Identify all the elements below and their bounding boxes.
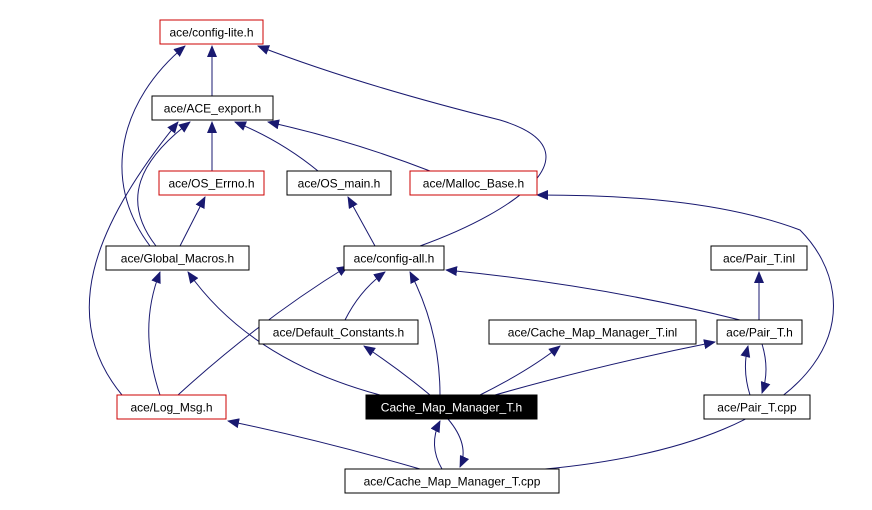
node-global-macros-h[interactable]: ace/Global_Macros.h (105, 245, 250, 271)
edge-cmm-cpp-to-malloc-base (536, 190, 834, 470)
node-ace-export-h[interactable]: ace/ACE_export.h (151, 95, 274, 121)
node-label: ace/OS_main.h (298, 177, 381, 191)
edge-os-main-to-ace-export (234, 121, 319, 172)
node-cache-map-manager-t-h[interactable]: Cache_Map_Manager_T.h (365, 394, 538, 420)
node-pair-t-cpp[interactable]: ace/Pair_T.cpp (703, 394, 811, 420)
edge-cmm-h-to-default-constants (363, 345, 431, 396)
node-label: ace/ACE_export.h (164, 102, 261, 116)
node-label: Cache_Map_Manager_T.h (381, 401, 522, 415)
node-os-main-h[interactable]: ace/OS_main.h (286, 170, 392, 196)
edge-config-all-to-os-main (347, 196, 376, 247)
edge-cmm-h-to-pair-t-h (494, 339, 716, 396)
edge-cmm-cpp-to-log-msg (227, 418, 421, 470)
node-label: ace/Pair_T.h (726, 326, 793, 340)
edge-cmm-h-to-cmm-inl (479, 345, 561, 396)
node-config-lite-h[interactable]: ace/config-lite.h (159, 19, 264, 45)
node-cache-map-manager-t-inl[interactable]: ace/Cache_Map_Manager_T.inl (488, 319, 697, 345)
node-label: ace/Pair_T.cpp (717, 401, 797, 415)
node-os-errno-h[interactable]: ace/OS_Errno.h (158, 170, 265, 196)
node-log-msg-h[interactable]: ace/Log_Msg.h (116, 394, 227, 420)
node-pair-t-h[interactable]: ace/Pair_T.h (716, 319, 803, 345)
edge-config-all-to-config-lite (257, 45, 547, 247)
edge-cmm-h-to-global-macros (187, 271, 381, 396)
node-config-all-h[interactable]: ace/config-all.h (343, 245, 445, 271)
file-nodes: ace/config-lite.h ace/ACE_export.h ace/O… (105, 19, 811, 494)
node-label: ace/OS_Errno.h (168, 177, 254, 191)
edge-cmm-cpp-to-cmm-h (430, 420, 443, 470)
edge-pair-t-cpp-to-pair-t-h (740, 345, 751, 396)
node-pair-t-inl[interactable]: ace/Pair_T.inl (710, 245, 808, 271)
edge-global-macros-to-os-errno (179, 196, 206, 247)
edge-pair-t-h-to-pair-t-cpp (760, 343, 771, 394)
edge-pair-t-h-to-config-all (445, 266, 741, 321)
edge-cmm-h-to-config-all (409, 271, 441, 396)
edge-log-msg-to-ace-export (88, 121, 179, 396)
node-label: ace/Cache_Map_Manager_T.cpp (364, 475, 541, 489)
edge-global-macros-to-config-lite (121, 45, 186, 247)
node-label: ace/Log_Msg.h (130, 401, 212, 415)
edge-global-macros-to-ace-export (137, 121, 191, 247)
edge-malloc-base-to-ace-export (267, 119, 431, 172)
node-label: ace/config-all.h (354, 252, 435, 266)
node-default-constants-h[interactable]: ace/Default_Constants.h (258, 319, 419, 345)
node-cache-map-manager-t-cpp[interactable]: ace/Cache_Map_Manager_T.cpp (344, 468, 560, 494)
node-label: ace/config-lite.h (169, 26, 253, 40)
node-label: ace/Default_Constants.h (273, 326, 404, 340)
node-label: ace/Malloc_Base.h (423, 177, 524, 191)
edge-default-constants-to-config-all (344, 271, 386, 321)
node-malloc-base-h[interactable]: ace/Malloc_Base.h (409, 170, 538, 196)
edge-cmm-h-to-cmm-cpp (447, 418, 470, 468)
edge-log-msg-to-global-macros (148, 271, 161, 396)
node-label: ace/Pair_T.inl (723, 252, 795, 266)
node-label: ace/Cache_Map_Manager_T.inl (508, 326, 677, 340)
node-label: ace/Global_Macros.h (121, 252, 234, 266)
